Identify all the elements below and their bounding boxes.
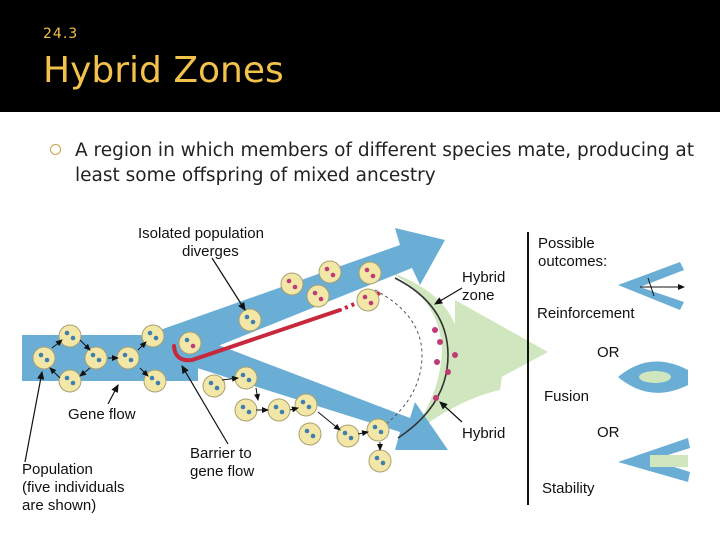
outcome-reinforcement: Reinforcement [537,305,635,322]
label-gene-flow: Gene flow [68,406,136,423]
label-population-line3: are shown) [22,497,96,514]
hybrid-zone-arrowhead [455,300,548,402]
slide-title: Hybrid Zones [43,50,284,91]
individual-circle [116,346,140,370]
barrier-line [172,308,342,363]
individual-circle [84,346,108,370]
outcome-stability: Stability [542,480,595,497]
label-hybrid: Hybrid [462,425,505,442]
label-hybrid-zone-line2: zone [462,287,495,304]
individual-circle [368,449,392,473]
individual-circle [234,398,258,422]
label-isolated-line2: diverges [182,243,239,260]
allele-dots-blue [38,314,386,466]
label-barrier-line1: Barrier to [190,445,252,462]
fusion-icon [618,361,688,393]
outcomes-title-line2: outcomes: [538,253,607,270]
or-label-2: OR [597,424,620,441]
individual-circle [318,260,342,284]
stability-icon [618,438,690,482]
population-circles [32,260,392,473]
outcomes-title-line1: Possible [538,235,595,252]
individual-circle [336,424,360,448]
label-population-line1: Population [22,461,93,478]
individual-circle [306,284,330,308]
zone-boundary-outer [394,277,449,439]
individual-circle [294,393,318,417]
or-label-1: OR [597,344,620,361]
label-pointers [24,257,463,463]
section-number: 24.3 [43,26,79,42]
individual-circle [267,398,291,422]
label-hybrid-zone-line1: Hybrid [462,269,505,286]
individual-circle [366,418,390,442]
label-isolated-line1: Isolated population [138,225,264,242]
label-population-line2: (five individuals [22,479,125,496]
reinforcement-icon [618,262,685,310]
bullet-circle-icon [50,144,61,155]
outcome-fusion: Fusion [544,388,589,405]
individual-circle [32,346,56,370]
individual-circle [280,272,304,296]
individual-circle [58,324,82,348]
upper-branch-arrow [160,228,445,362]
individual-circle [298,422,322,446]
title-bar: 24.3 Hybrid Zones [0,0,720,112]
individual-circle [58,369,82,393]
gene-flow-arrows [49,339,383,451]
allele-dots-pink [190,266,458,401]
individual-circle [238,308,262,332]
individual-circle [178,331,202,355]
individual-circle [143,369,167,393]
zone-boundary-inner [374,289,423,426]
individual-circle [202,374,226,398]
individual-circle [234,366,258,390]
individual-circle [356,288,380,312]
individual-circle [141,324,165,348]
bullet-definition: A region in which members of different s… [75,140,694,186]
individual-circle [358,261,382,285]
label-barrier-line2: gene flow [190,463,254,480]
hybrid-zone-region [390,272,503,440]
